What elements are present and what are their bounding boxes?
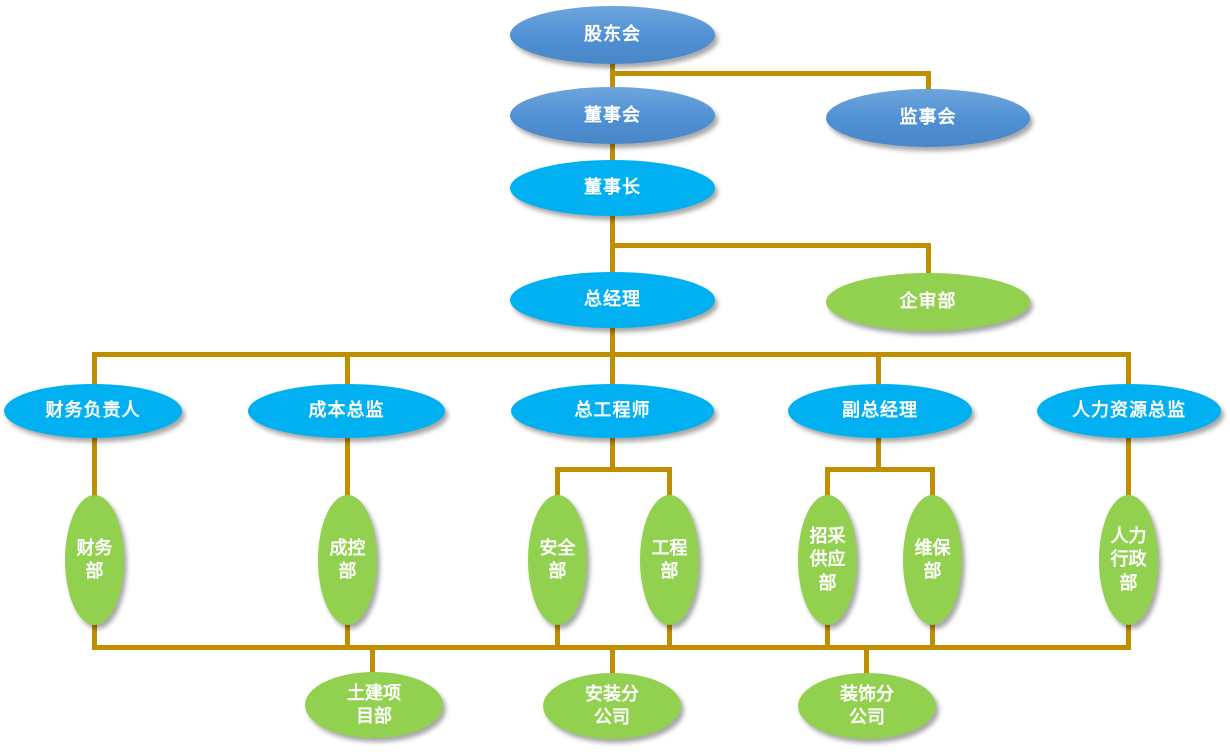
connector [92, 352, 97, 386]
connector [825, 467, 830, 497]
node-label: 副总经理 [842, 400, 918, 422]
node-cfo[interactable]: 财务负责人 [4, 384, 182, 438]
node-label-line: 目部 [356, 706, 392, 727]
node-cost-control-dept[interactable]: 成控 部 [318, 495, 377, 625]
node-label-line: 部 [818, 572, 837, 594]
node-label-line: 安装分 [585, 683, 639, 705]
node-label: 财务负责人 [45, 400, 141, 422]
node-label: 人力资源总监 [1072, 400, 1186, 422]
node-board[interactable]: 董事会 [510, 87, 715, 144]
node-safety-dept[interactable]: 安全 部 [528, 495, 587, 625]
node-finance-dept[interactable]: 财务 部 [65, 495, 124, 625]
node-label: 总经理 [584, 289, 641, 311]
connector [1126, 352, 1131, 386]
node-label-line: 成控 [329, 537, 366, 559]
node-chairman[interactable]: 董事长 [510, 160, 715, 216]
node-label: 成本总监 [308, 400, 385, 422]
node-label-line: 土建项 [347, 682, 401, 704]
connector [610, 436, 615, 470]
node-label-line: 装饰分 [840, 683, 894, 705]
node-label-line: 供应 [809, 549, 846, 571]
connector [610, 62, 615, 90]
connector [345, 622, 350, 650]
node-engineering-dept[interactable]: 工程 部 [640, 495, 699, 625]
node-label-line: 部 [1119, 572, 1138, 594]
connector [864, 645, 869, 677]
node-civil-project-dept[interactable]: 土建项 目部 [305, 672, 443, 738]
connector [667, 467, 672, 497]
connector [876, 352, 881, 386]
node-label: 企审部 [899, 291, 957, 313]
connector [610, 71, 931, 76]
connector [610, 243, 931, 248]
connector [345, 436, 350, 498]
node-label-line: 公司 [849, 707, 885, 728]
node-label: 股东会 [584, 24, 641, 46]
node-decoration-company[interactable]: 装饰分 公司 [798, 673, 936, 739]
node-label-line: 部 [85, 561, 104, 582]
node-procurement-dept[interactable]: 招采 供应 部 [798, 495, 857, 625]
connector [926, 243, 931, 275]
node-chief-engineer[interactable]: 总工程师 [511, 384, 714, 438]
node-label-line: 部 [338, 561, 357, 582]
node-label-line: 工程 [651, 537, 688, 559]
connector [926, 71, 931, 91]
connector [1126, 436, 1131, 498]
node-maintenance-dept[interactable]: 维保 部 [903, 495, 962, 625]
node-shareholders[interactable]: 股东会 [510, 6, 715, 64]
node-installation-company[interactable]: 安装分 公司 [543, 673, 681, 739]
node-hr-director[interactable]: 人力资源总监 [1037, 384, 1221, 438]
node-label-line: 维保 [914, 537, 951, 559]
connector [876, 436, 881, 470]
connector [610, 352, 615, 386]
node-label: 总工程师 [574, 400, 651, 422]
node-label-line: 招采 [809, 525, 846, 547]
connector [1126, 622, 1131, 650]
node-deputy-gm[interactable]: 副总经理 [788, 384, 972, 438]
connector [370, 645, 375, 677]
node-label-line: 公司 [594, 707, 630, 728]
node-label-line: 部 [548, 561, 567, 582]
connector [610, 645, 615, 677]
connector [667, 622, 672, 650]
node-label-line: 行政 [1110, 549, 1147, 571]
node-audit[interactable]: 企审部 [826, 273, 1030, 331]
connector [930, 467, 935, 497]
node-label: 董事会 [584, 104, 641, 126]
connector [92, 436, 97, 498]
node-label-line: 人力 [1110, 525, 1147, 547]
node-label: 监事会 [899, 107, 957, 129]
connector [345, 352, 350, 386]
node-label-line: 部 [923, 561, 942, 582]
node-label-line: 部 [660, 561, 679, 582]
node-label-line: 安全 [539, 537, 576, 559]
connector [555, 467, 560, 497]
connector [555, 622, 560, 650]
connector [610, 326, 615, 356]
connector [610, 142, 615, 162]
node-label: 董事长 [584, 177, 641, 199]
node-cost-director[interactable]: 成本总监 [248, 384, 445, 438]
connector [930, 622, 935, 650]
connector [92, 622, 97, 650]
connector [555, 467, 672, 472]
connector [825, 467, 935, 472]
node-label-line: 财务 [76, 537, 113, 559]
node-hr-admin-dept[interactable]: 人力 行政 部 [1099, 495, 1158, 625]
node-supervisors[interactable]: 监事会 [826, 89, 1030, 147]
connector [825, 622, 830, 650]
node-gm[interactable]: 总经理 [510, 272, 715, 328]
